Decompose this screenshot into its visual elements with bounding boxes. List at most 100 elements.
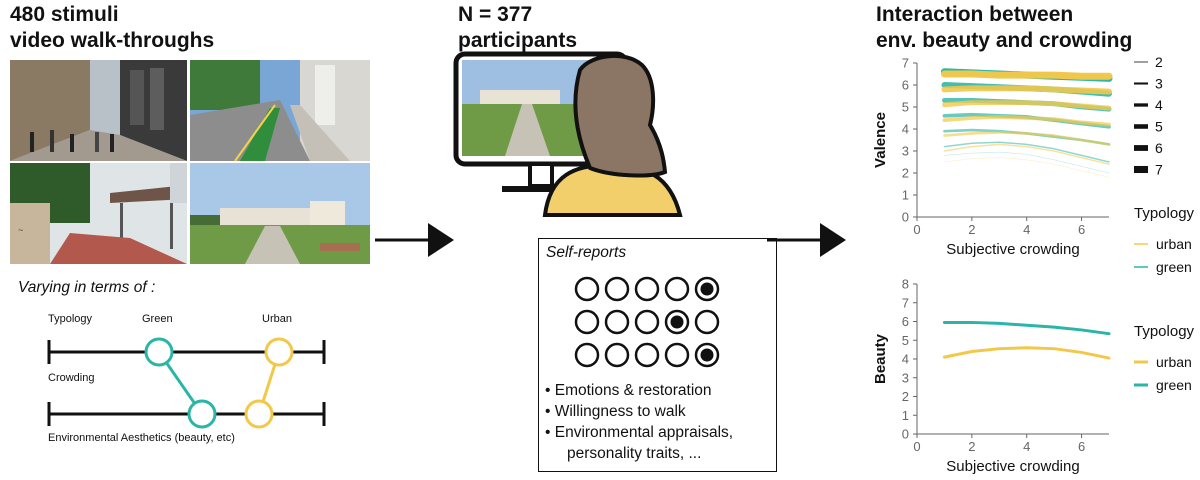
- y-tick-label: 0: [902, 210, 909, 225]
- series-line-urban-beauty-7: [940, 70, 1113, 80]
- arrow-right-icon: [375, 223, 454, 257]
- likert-option-r2-c2: [604, 309, 630, 335]
- bullet-appraisals-continued: personality traits, ...: [567, 445, 702, 462]
- y-axis-title: Beauty: [872, 333, 889, 384]
- varying-label: Varying in terms of :: [18, 279, 156, 296]
- photo-urban-street: [10, 60, 187, 161]
- likert-option-r3-c4: [664, 342, 690, 368]
- likert-selected-dot-r3: [700, 348, 714, 362]
- size-legend-label-7: 7: [1155, 162, 1163, 178]
- x-tick-label: 0: [913, 439, 920, 454]
- size-legend-label-5: 5: [1155, 119, 1163, 135]
- y-axis-title: Valence: [872, 112, 889, 168]
- likert-option-r1-c3: [634, 276, 660, 302]
- y-tick-label: 2: [902, 166, 909, 181]
- series-line-urban-beauty-5: [942, 100, 1112, 111]
- photo-park: [190, 163, 370, 264]
- likert-option-r3-c2: [604, 342, 630, 368]
- series-line-urban-beauty-2: [943, 143, 1110, 165]
- likert-selected-dot-r2: [670, 315, 684, 329]
- arrow-right-icon-2: [767, 223, 846, 257]
- series-line-urban-beauty-4: [942, 115, 1111, 127]
- typology-row-label: Typology: [48, 313, 93, 325]
- y-tick-label: 6: [902, 78, 909, 93]
- monitor-base: [502, 186, 582, 192]
- bullet-appraisals: • Environmental appraisals,: [545, 424, 734, 441]
- photo-bike-lane: [190, 60, 370, 161]
- likert-option-r2-c3: [634, 309, 660, 335]
- urban-aesthetics-node: [244, 399, 274, 429]
- legend-label-green: green: [1156, 259, 1192, 275]
- results-title: Interaction between env. beauty and crow…: [876, 3, 1133, 52]
- x-tick-label: 6: [1078, 439, 1085, 454]
- series-line-urban: [942, 346, 1111, 360]
- x-tick-label: 6: [1078, 222, 1085, 237]
- x-tick-label: 2: [968, 222, 975, 237]
- likert-option-r1-c1: [574, 276, 600, 302]
- series-line-green-beauty-2: [943, 141, 1110, 163]
- participant-head: [573, 53, 668, 178]
- green-node-label: Green: [142, 313, 173, 325]
- likert-selected-dot-r1: [700, 282, 714, 296]
- series-line-urban-beauty-3: [943, 131, 1111, 146]
- legend-title: Typology: [1134, 323, 1195, 340]
- green-typology-node: [144, 337, 174, 367]
- y-tick-label: 3: [902, 144, 909, 159]
- size-legend-label-3: 3: [1155, 76, 1163, 92]
- bullet-willingness: • Willingness to walk: [545, 403, 686, 420]
- x-tick-label: 0: [913, 222, 920, 237]
- legend-title: Typology: [1134, 205, 1195, 222]
- series-line-green-beauty-1: [944, 151, 1110, 174]
- crowding-row-label: Crowding: [48, 372, 95, 384]
- y-tick-label: 0: [902, 427, 909, 442]
- size-legend-label-6: 6: [1155, 140, 1163, 156]
- dimensions-diagram: [47, 337, 326, 429]
- likert-option-r2-c5: [694, 309, 720, 335]
- monitor-stand: [528, 162, 554, 188]
- series-line-green: [942, 320, 1111, 336]
- size-legend-label-2: 2: [1155, 54, 1163, 70]
- stimuli-title: 480 stimuli video walk-throughs: [10, 3, 215, 52]
- x-tick-label: 4: [1023, 222, 1030, 237]
- y-tick-label: 5: [902, 100, 909, 115]
- series-line-urban-beauty-1: [944, 157, 1110, 178]
- size-legend-label-4: 4: [1155, 97, 1163, 113]
- y-tick-label: 7: [902, 295, 909, 310]
- y-tick-label: 5: [902, 333, 909, 348]
- y-tick-label: 4: [902, 352, 909, 367]
- y-tick-label: 3: [902, 370, 909, 385]
- photo-bus-shelter: ~: [10, 163, 187, 264]
- y-tick-label: 6: [902, 314, 909, 329]
- y-tick-label: 7: [902, 56, 909, 71]
- x-axis-title: Subjective crowding: [946, 241, 1079, 258]
- legend-label-urban: urban: [1156, 236, 1192, 252]
- likert-scale-grid: [574, 276, 720, 368]
- urban-typology-node: [264, 337, 294, 367]
- legend-label-urban: urban: [1156, 354, 1192, 370]
- green-aesthetics-node: [187, 399, 217, 429]
- x-tick-label: 4: [1023, 439, 1030, 454]
- likert-option-r3-c1: [574, 342, 600, 368]
- urban-node-label: Urban: [262, 313, 292, 325]
- self-reports-title: Self-reports: [546, 244, 627, 261]
- y-tick-label: 2: [902, 389, 909, 404]
- participants-title: N = 377 participants: [458, 3, 578, 52]
- x-tick-label: 2: [968, 439, 975, 454]
- y-tick-label: 4: [902, 122, 909, 137]
- likert-option-r1-c2: [604, 276, 630, 302]
- y-tick-label: 8: [902, 277, 909, 292]
- y-tick-label: 1: [902, 408, 909, 423]
- svg-text:~: ~: [18, 225, 23, 235]
- likert-option-r3-c3: [634, 342, 660, 368]
- x-axis-title: Subjective crowding: [946, 458, 1079, 475]
- series-line-urban-beauty-6: [941, 85, 1112, 95]
- y-tick-label: 1: [902, 188, 909, 203]
- likert-option-r2-c1: [574, 309, 600, 335]
- aesthetics-row-label: Environmental Aesthetics (beauty, etc): [48, 432, 235, 444]
- legend-label-green: green: [1156, 377, 1192, 393]
- self-reports-bullets: • Emotions & restoration • Willingness t…: [545, 380, 733, 464]
- participant-at-monitor-illustration: [453, 51, 683, 217]
- likert-option-r1-c4: [664, 276, 690, 302]
- self-reports-box: Self-reports • Emotions & restoration • …: [538, 238, 777, 472]
